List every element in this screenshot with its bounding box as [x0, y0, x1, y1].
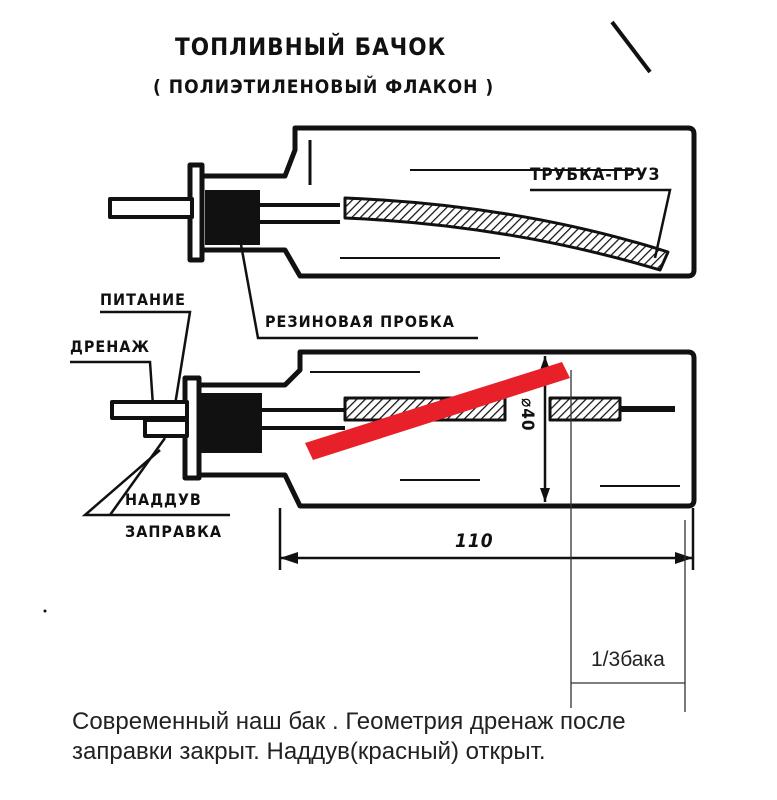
feed-label: ПИТАНИЕ: [100, 290, 186, 309]
length-label: 110: [455, 530, 494, 552]
length-dimension: 110: [278, 508, 695, 570]
one-third-label: 1/3бака: [591, 648, 665, 671]
subtitle: ( ПОЛИЭТИЛЕНОВЫЙ ФЛАКОН ): [153, 75, 494, 98]
top-bottle: [108, 125, 697, 279]
pressurize-label: НАДДУВ: [125, 490, 202, 509]
refuel-label: ЗАПРАВКА: [125, 522, 222, 541]
caption-line-2: заправки закрыт. Наддув(красный) открыт.: [72, 738, 546, 765]
rubber-plug-label: РЕЗИНОВАЯ ПРОБКА: [265, 312, 455, 331]
stray-mark: [610, 20, 652, 74]
title: ТОПЛИВНЫЙ БАЧОК: [175, 32, 446, 61]
weight-tube: [343, 196, 670, 272]
rubber-plug: [205, 190, 260, 245]
caption-line-1: Современный наш бак . Геометрия дренаж п…: [72, 708, 626, 735]
red-pressurize-tube: [305, 362, 570, 460]
drain-label: ДРЕНАЖ: [70, 337, 150, 356]
diameter-label: ⌀40: [517, 398, 537, 432]
one-third-marker: [570, 370, 686, 712]
weight-tube-label: ТРУБКА-ГРУЗ: [530, 165, 660, 185]
